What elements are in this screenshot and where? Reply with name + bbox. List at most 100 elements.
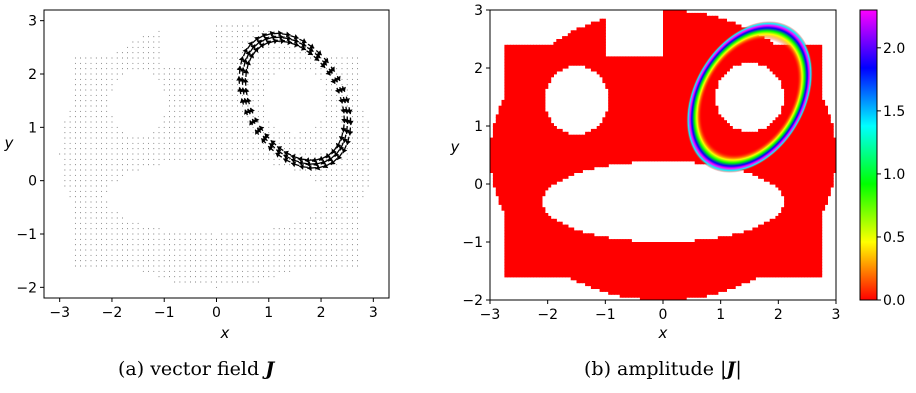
heat-cell (619, 152, 624, 156)
heat-cell (547, 163, 552, 168)
heat-cell (510, 137, 514, 142)
quiver-dot (148, 148, 149, 150)
heat-cell (536, 195, 540, 200)
heat-cell (507, 262, 511, 266)
quiver-dot (216, 126, 217, 128)
heat-cell (622, 279, 627, 284)
heat-cell (515, 218, 520, 223)
heat-cell (524, 155, 529, 159)
heat-cell (544, 253, 549, 258)
heat-cell (579, 140, 583, 144)
quiver-dot (195, 260, 197, 262)
heat-cell (599, 247, 604, 252)
heat-cell (510, 53, 514, 57)
heat-cell (550, 149, 554, 153)
heat-cell (622, 76, 627, 81)
quiver-dot (200, 233, 202, 235)
heat-cell (590, 128, 595, 133)
quiver-dot (263, 41, 264, 43)
heat-cell (515, 250, 520, 255)
quiver-dot (184, 84, 186, 86)
heat-cell (565, 137, 569, 142)
quiver-dot (101, 164, 102, 166)
quiver-dot (189, 105, 191, 107)
heat-cell (527, 256, 531, 260)
heat-cell (513, 163, 517, 168)
heat-cell (539, 70, 543, 75)
heat-cell (599, 39, 604, 43)
heat-cell (501, 140, 505, 144)
heat-cell (536, 102, 540, 107)
heat-cell (556, 62, 560, 66)
heat-cell (562, 172, 566, 176)
quiver-dot (346, 206, 348, 208)
quiver-dot (64, 132, 66, 134)
heat-cell (507, 126, 511, 130)
quiver-dot (179, 265, 181, 267)
quiver-dot (226, 68, 228, 70)
quiver-dot (153, 238, 155, 240)
heat-cell (541, 146, 546, 150)
heat-cell (619, 79, 624, 84)
heat-cell (602, 41, 606, 46)
quiver-dot (184, 276, 186, 278)
quiver-dot (195, 249, 197, 251)
heat-cell (579, 268, 583, 272)
quiver-dot (69, 126, 71, 128)
heat-cell (518, 271, 523, 275)
quiver-dot (236, 105, 238, 107)
heat-cell (608, 140, 612, 144)
heat-cell (608, 108, 612, 113)
quiver-dot (90, 174, 92, 176)
quiver-dot (257, 260, 259, 262)
heat-cell (539, 250, 543, 255)
quiver-dot (142, 158, 144, 160)
heat-cell (608, 73, 612, 78)
quiver-dot (80, 222, 82, 224)
heat-cell (504, 120, 508, 124)
heat-cell (596, 247, 601, 252)
quiver-dot (200, 121, 202, 123)
heat-cell (565, 62, 569, 66)
heat-cell (521, 247, 526, 252)
heat-cell (628, 82, 632, 86)
heat-cell (539, 149, 543, 153)
quiver-dot (247, 142, 249, 144)
heat-cell (544, 123, 549, 127)
heat-cell (550, 172, 554, 176)
heat-cell (536, 181, 540, 185)
heat-cell (536, 163, 540, 168)
heat-cell (631, 253, 635, 258)
quiver-dot (315, 217, 317, 219)
heat-cell (579, 53, 583, 57)
quiver-dot (336, 196, 338, 198)
heat-cell (533, 233, 537, 237)
quiver-dot (69, 137, 71, 139)
quiver-dot (226, 100, 228, 102)
heat-cell (628, 146, 632, 150)
heat-cell (582, 279, 586, 284)
quiver-dot (111, 265, 113, 267)
heat-cell (547, 250, 552, 255)
quiver-dot (132, 52, 134, 54)
heat-cell (628, 120, 632, 124)
heat-cell (513, 82, 517, 86)
quiver-dot (111, 222, 113, 224)
quiver-dot (90, 78, 92, 80)
heat-cell (550, 262, 554, 266)
heat-cell (541, 221, 546, 226)
heat-cell (582, 268, 586, 272)
heat-cell (504, 262, 508, 266)
heat-cell (576, 273, 580, 278)
quiver-dot (236, 260, 238, 262)
quiver-dot (174, 265, 176, 267)
quiver-dot (320, 132, 322, 134)
quiver-dot (257, 84, 259, 86)
heat-cell (504, 65, 508, 69)
heat-cell (521, 149, 526, 153)
quiver-dot (85, 228, 87, 230)
quiver-dot (221, 84, 223, 86)
quiver-dot (351, 158, 353, 160)
heat-cell (513, 73, 517, 78)
quiver-dot (304, 265, 306, 267)
